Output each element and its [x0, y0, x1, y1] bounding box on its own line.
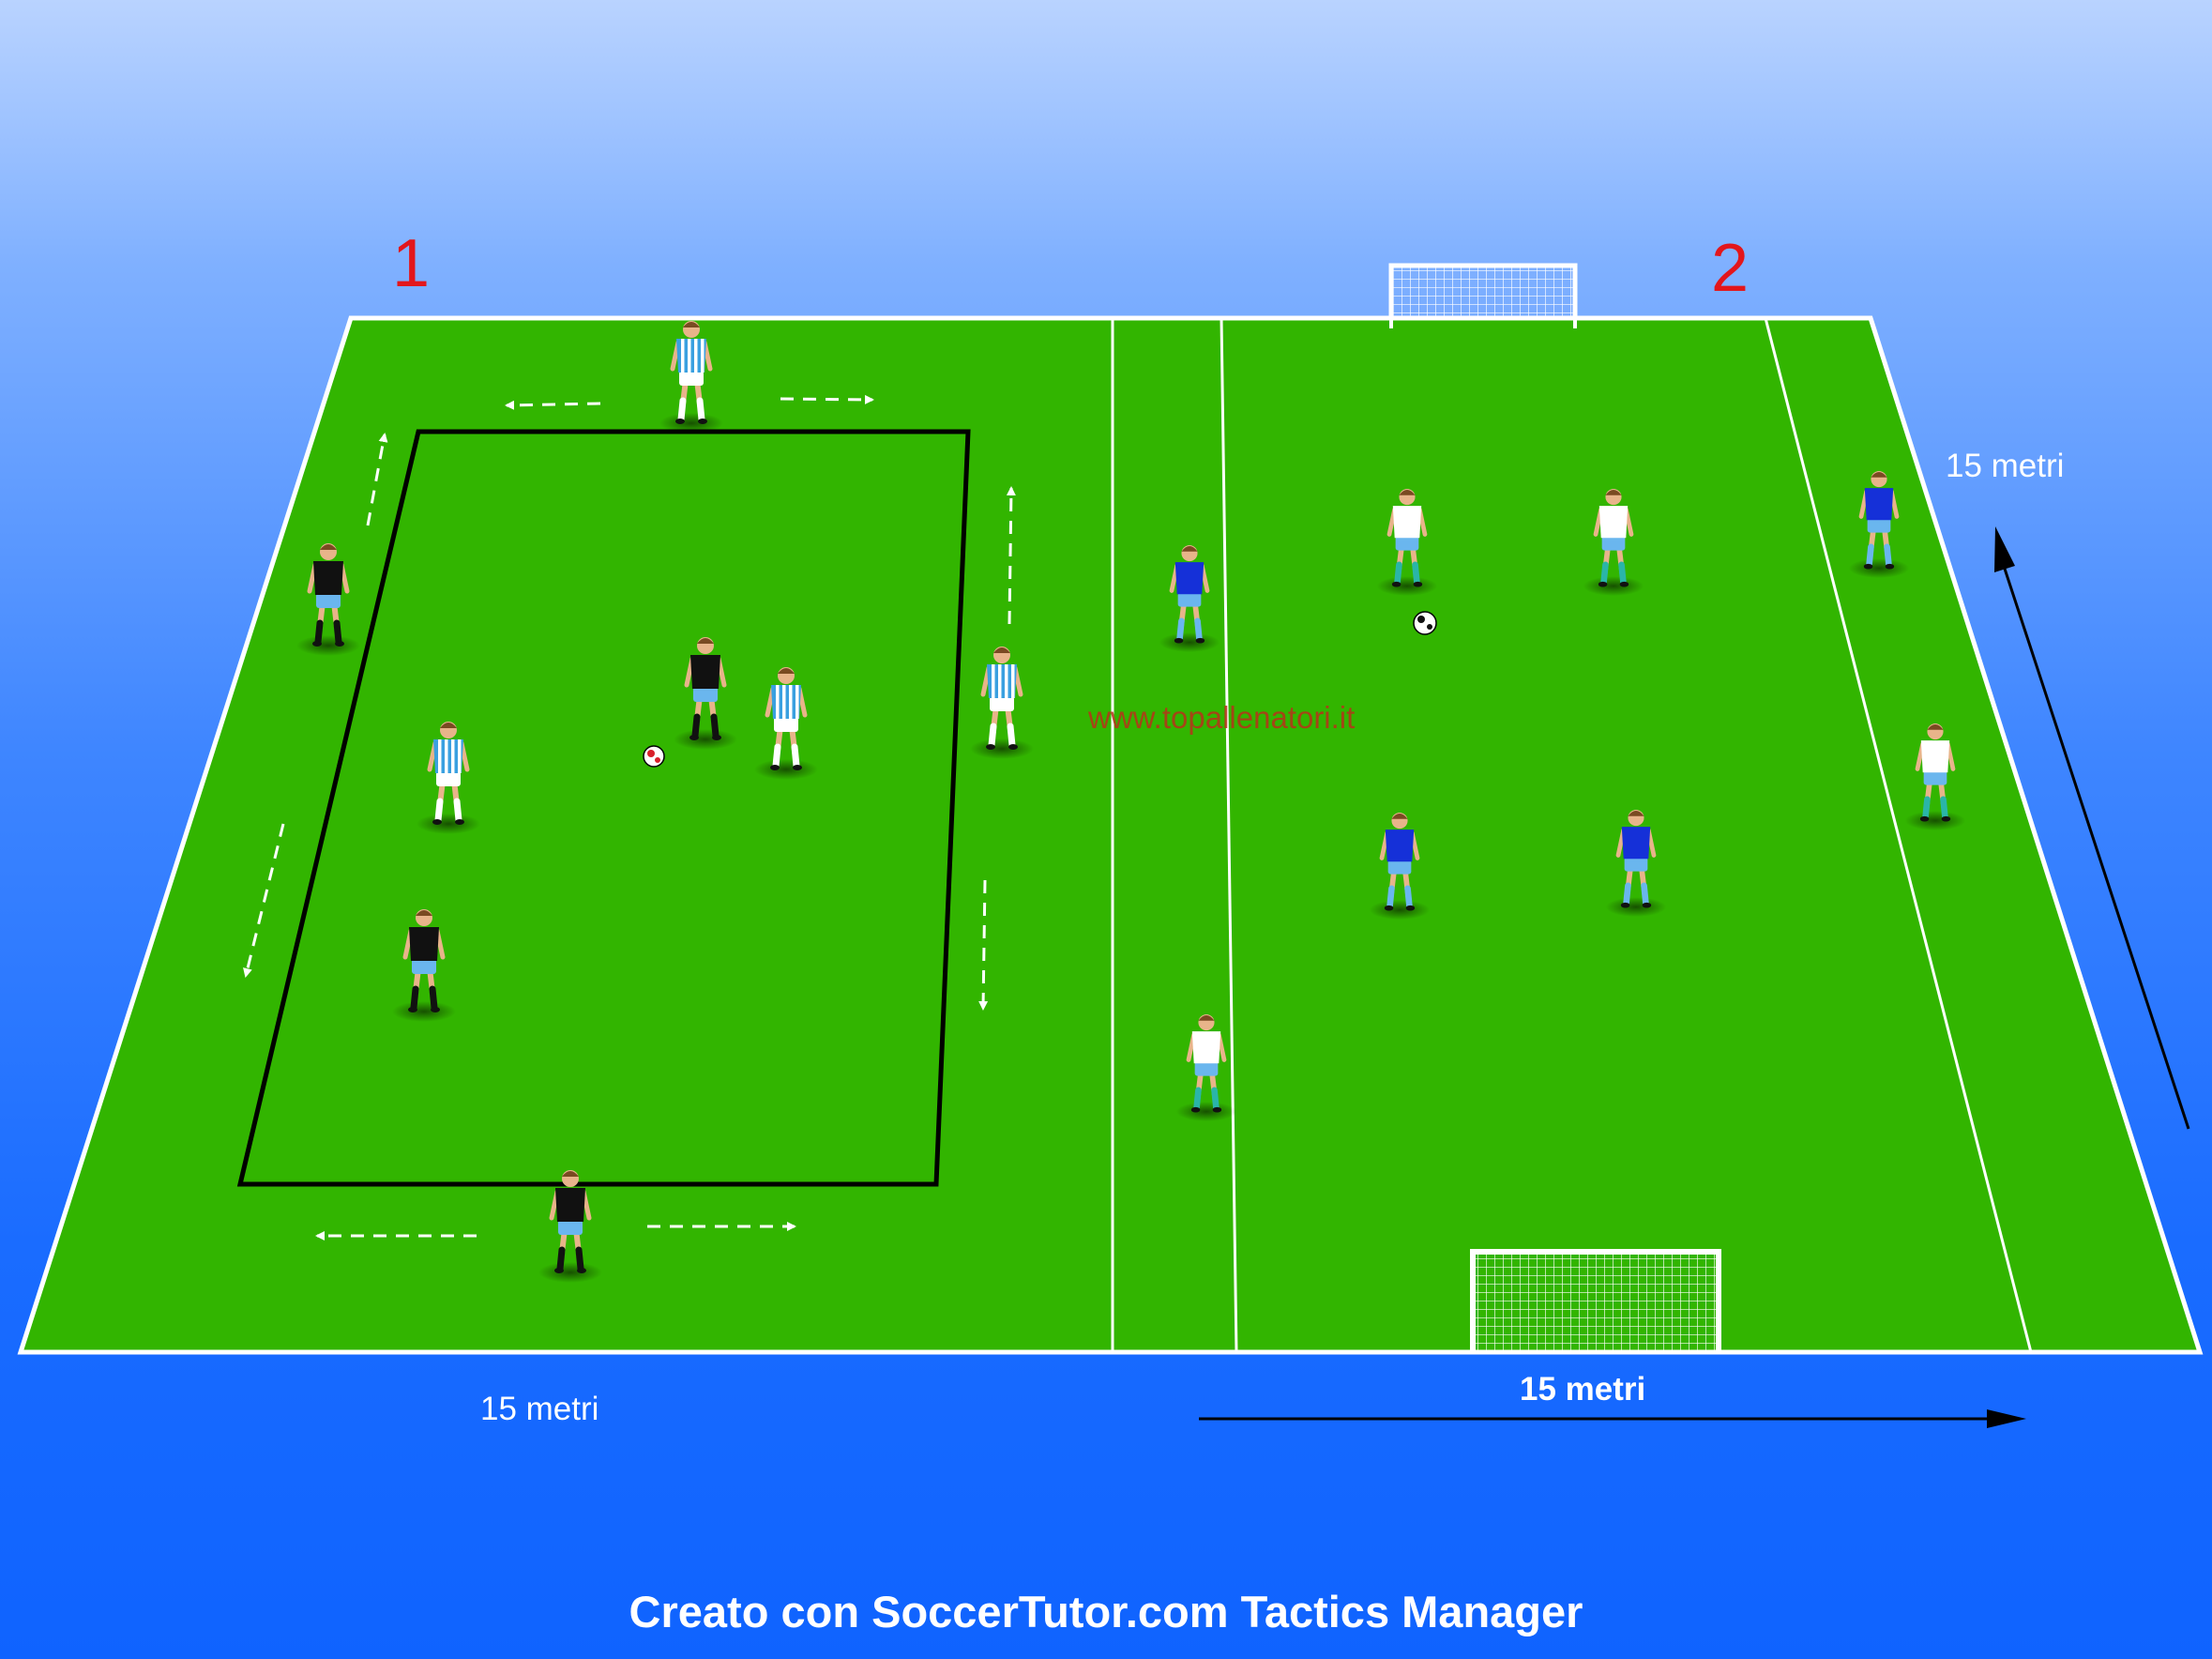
- arrow-top-left: [505, 400, 601, 410]
- zone-1-number: 1: [392, 226, 431, 301]
- pitch-outline: [17, 315, 2204, 1355]
- player-striped: [659, 321, 723, 434]
- player-white: [1583, 489, 1644, 597]
- movement-arrows: [243, 394, 1016, 1240]
- zone2-left-channel-line: [1220, 317, 1238, 1353]
- arrow-left-down: [243, 823, 285, 978]
- ball-zone1: [643, 745, 665, 768]
- arrow-left-up: [366, 433, 388, 526]
- player-striped: [754, 667, 818, 780]
- player-white: [1904, 723, 1966, 831]
- pitch: [21, 318, 2200, 1352]
- player-black: [296, 543, 360, 656]
- ball-zone2: [1413, 611, 1437, 635]
- bottom-goal: [1470, 1249, 1721, 1352]
- measure-arrowhead-bottom: [1987, 1409, 2026, 1428]
- top-goal: [1388, 263, 1578, 328]
- measure-arrow-side: [2001, 562, 2190, 1130]
- player-blue: [1848, 471, 1910, 579]
- players-layer: [296, 321, 1966, 1283]
- player-white: [1376, 489, 1438, 597]
- measure-label-side: 15 metri: [1946, 448, 2065, 484]
- player-black: [392, 909, 456, 1022]
- zone-2-number: 2: [1711, 231, 1750, 306]
- watermark-text: www.topallenatori.it: [1088, 700, 1356, 735]
- player-black: [674, 637, 737, 750]
- player-white: [1175, 1014, 1237, 1122]
- arrow-top-right: [780, 394, 874, 404]
- player-black: [538, 1170, 602, 1283]
- measure-label-bottom: 15 metri: [1520, 1371, 1646, 1408]
- footer-credit: Creato con SoccerTutor.com Tactics Manag…: [629, 1587, 1583, 1636]
- zone1-box: [236, 429, 971, 1187]
- player-striped: [417, 722, 480, 834]
- measure-label-left: 15 metri: [480, 1391, 599, 1427]
- player-blue: [1369, 813, 1431, 921]
- player-blue: [1159, 545, 1220, 653]
- measure-arrowhead-side: [1994, 526, 2015, 572]
- player-blue: [1605, 810, 1667, 918]
- arrow-right-up: [1006, 486, 1016, 625]
- player-striped: [970, 647, 1034, 759]
- zone2-right-channel-line: [1764, 317, 2033, 1353]
